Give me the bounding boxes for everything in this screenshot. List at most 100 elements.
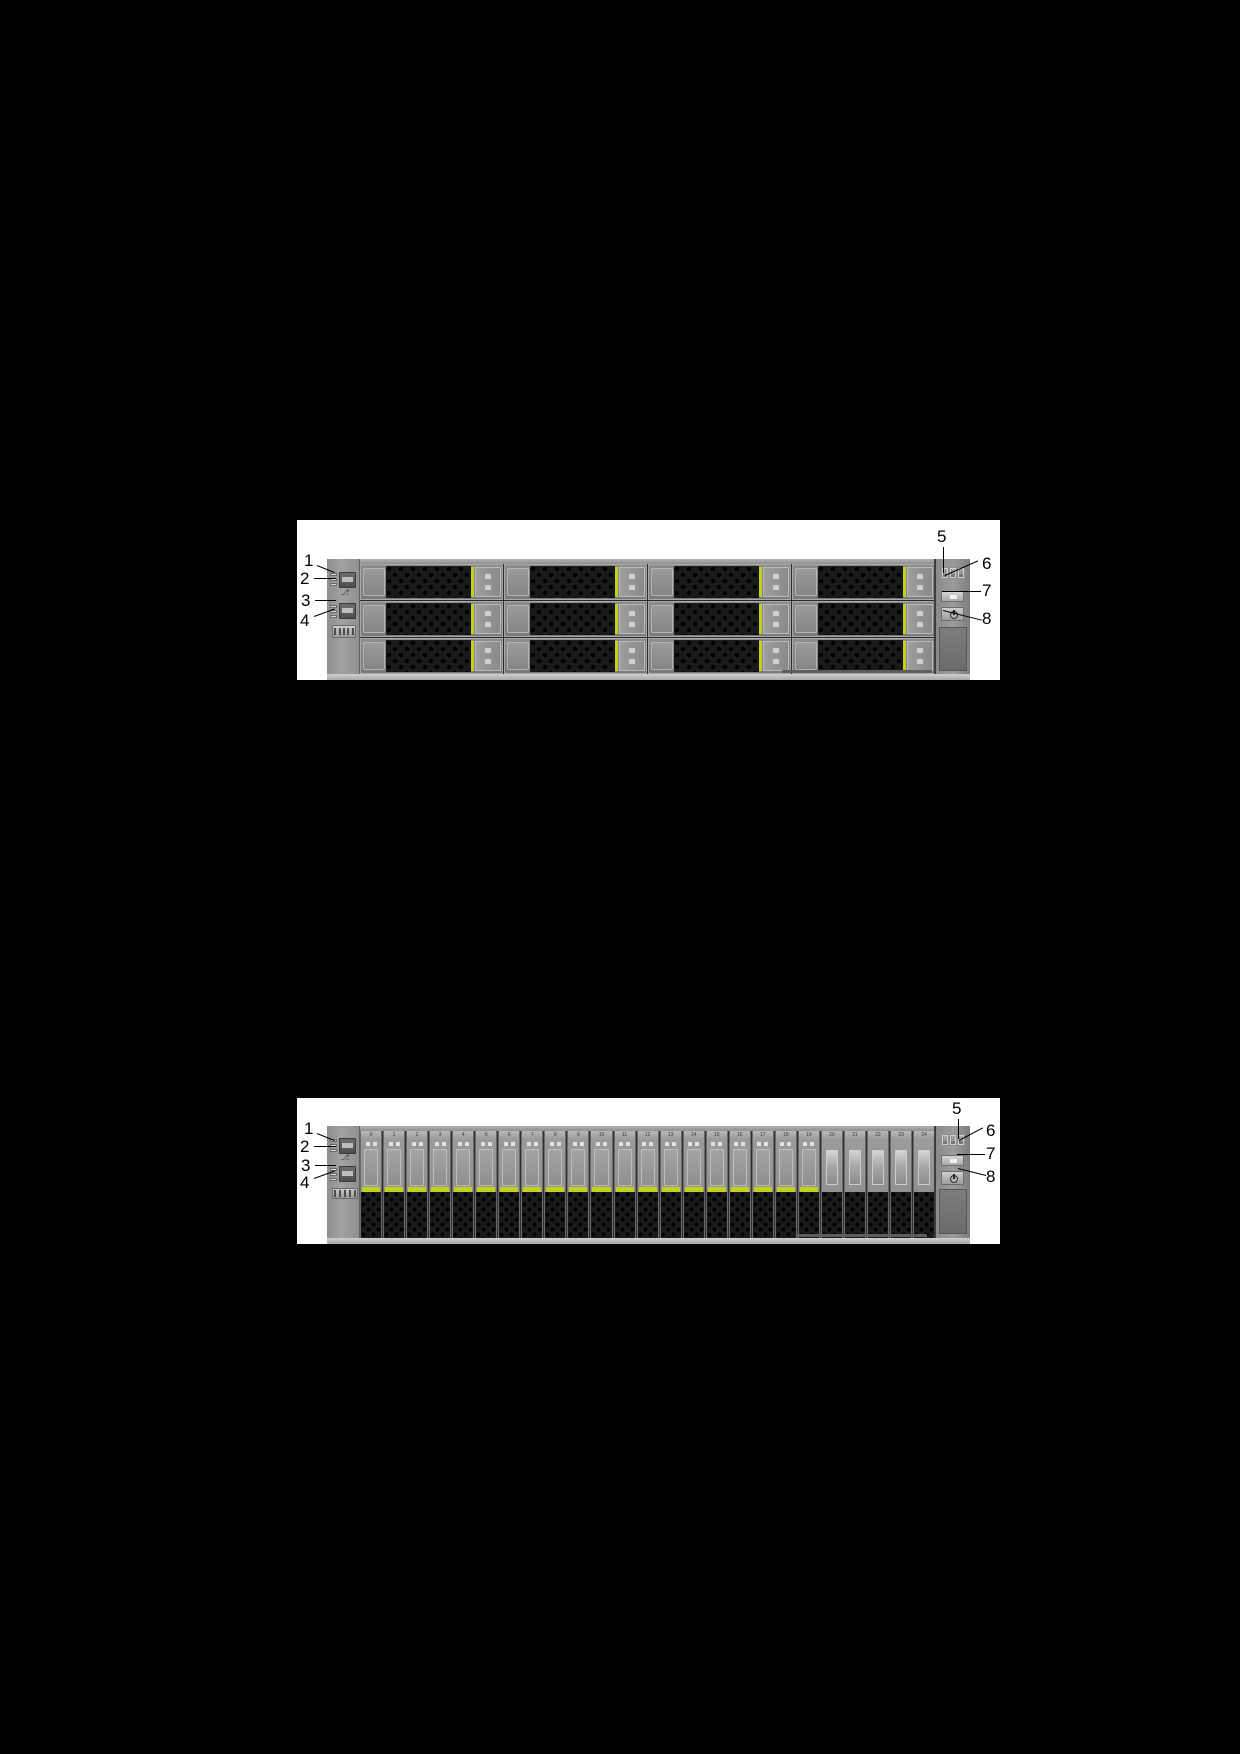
- drive-latch[interactable]: [619, 641, 645, 671]
- drive-bay[interactable]: 0: [360, 1131, 383, 1238]
- drive-bay[interactable]: [360, 638, 503, 674]
- drive-bay[interactable]: 23: [890, 1131, 913, 1238]
- drive-bay[interactable]: 18: [774, 1131, 797, 1238]
- drive-handle[interactable]: [507, 642, 529, 670]
- drive-latch[interactable]: [619, 604, 645, 634]
- drive-handle[interactable]: [895, 1150, 908, 1185]
- drive-handle[interactable]: [651, 642, 673, 670]
- drive-handle[interactable]: [502, 1149, 517, 1186]
- drive-bay[interactable]: 3: [429, 1131, 452, 1238]
- drive-bay[interactable]: [504, 601, 647, 637]
- drive-bay[interactable]: 13: [659, 1131, 682, 1238]
- drive-handle[interactable]: [548, 1149, 563, 1186]
- drive-bay[interactable]: 14: [682, 1131, 705, 1238]
- drive-latch[interactable]: [475, 567, 501, 597]
- drive-bay[interactable]: 24: [913, 1131, 936, 1238]
- drive-bay[interactable]: 2: [406, 1131, 429, 1238]
- drive-handle[interactable]: [410, 1149, 425, 1186]
- drive-bay[interactable]: 7: [521, 1131, 544, 1238]
- drive-handle[interactable]: [918, 1150, 931, 1185]
- drive-latch[interactable]: [907, 641, 933, 671]
- drive-handle[interactable]: [651, 605, 673, 633]
- drive-handle[interactable]: [795, 568, 817, 596]
- drive-handle[interactable]: [363, 568, 385, 596]
- drive-bay[interactable]: 15: [705, 1131, 728, 1238]
- drive-handle[interactable]: [848, 1150, 862, 1185]
- drive-latch[interactable]: [907, 567, 933, 597]
- drive-bay[interactable]: [360, 564, 503, 600]
- drive-bay[interactable]: 10: [590, 1131, 613, 1238]
- drive-handle[interactable]: [825, 1150, 838, 1185]
- drive-handle[interactable]: [872, 1150, 885, 1185]
- drive-latch[interactable]: [619, 567, 645, 597]
- left-control-panel-figure1[interactable]: ⎇: [327, 559, 360, 680]
- drive-handle[interactable]: [594, 1149, 609, 1186]
- drive-handle[interactable]: [732, 1149, 747, 1186]
- usb-port-lower[interactable]: [339, 603, 356, 619]
- drive-latch[interactable]: [763, 567, 789, 597]
- drive-bay[interactable]: 21: [843, 1131, 867, 1238]
- usb-port-upper[interactable]: [339, 1138, 356, 1154]
- drive-bay[interactable]: [648, 601, 791, 637]
- right-indicator-panel-figure1[interactable]: 8 8 8: [934, 559, 970, 680]
- uid-button[interactable]: [941, 591, 964, 602]
- drive-bay[interactable]: 17: [751, 1131, 774, 1238]
- drive-handle[interactable]: [571, 1149, 586, 1186]
- vga-connector-block[interactable]: [332, 1188, 358, 1199]
- drive-led: [533, 1141, 538, 1146]
- drive-handle[interactable]: [479, 1149, 494, 1186]
- drive-handle[interactable]: [525, 1149, 540, 1186]
- drive-bay[interactable]: [792, 601, 935, 637]
- drive-bay[interactable]: [792, 638, 935, 674]
- drive-latch[interactable]: [763, 641, 789, 671]
- drive-handle[interactable]: [363, 605, 385, 633]
- drive-bay[interactable]: 20: [820, 1131, 843, 1238]
- drive-bay[interactable]: 9: [567, 1131, 590, 1238]
- drive-bay[interactable]: 22: [867, 1131, 890, 1238]
- vga-connector-block[interactable]: [332, 625, 356, 638]
- drive-bay[interactable]: [504, 638, 647, 674]
- drive-handle[interactable]: [387, 1149, 402, 1186]
- drive-bay[interactable]: 12: [636, 1131, 659, 1238]
- drive-latch[interactable]: [475, 641, 501, 671]
- right-indicator-panel-figure2[interactable]: 8 8 8: [934, 1126, 970, 1244]
- left-control-panel-figure2[interactable]: ⎇: [327, 1126, 360, 1244]
- drive-bay[interactable]: 19: [797, 1131, 820, 1238]
- drive-handle[interactable]: [456, 1149, 471, 1186]
- drive-bay[interactable]: [504, 564, 647, 600]
- drive-bay[interactable]: [648, 638, 791, 674]
- drive-handle[interactable]: [795, 642, 817, 670]
- drive-handle[interactable]: [795, 605, 817, 633]
- drive-bay[interactable]: [648, 564, 791, 600]
- drive-handle[interactable]: [801, 1149, 816, 1186]
- drive-latch[interactable]: [475, 604, 501, 634]
- drive-bay[interactable]: 11: [613, 1131, 636, 1238]
- drive-handle[interactable]: [709, 1149, 724, 1186]
- drive-latch[interactable]: [907, 604, 933, 634]
- usb-port-lower[interactable]: [339, 1166, 356, 1182]
- drive-handle[interactable]: [640, 1149, 655, 1186]
- power-button[interactable]: [941, 1171, 964, 1185]
- usb-port-upper[interactable]: [339, 572, 356, 588]
- drive-handle[interactable]: [617, 1149, 632, 1186]
- drive-handle[interactable]: [651, 568, 673, 596]
- drive-handle[interactable]: [755, 1149, 770, 1186]
- drive-handle[interactable]: [663, 1149, 678, 1186]
- drive-handle[interactable]: [507, 568, 529, 596]
- drive-handle[interactable]: [507, 605, 529, 633]
- drive-handle[interactable]: [364, 1149, 379, 1186]
- drive-bay[interactable]: [360, 601, 503, 637]
- drive-handle[interactable]: [433, 1149, 448, 1186]
- drive-bay[interactable]: [792, 564, 935, 600]
- drive-handle[interactable]: [778, 1149, 793, 1186]
- drive-bay[interactable]: 1: [383, 1131, 406, 1238]
- drive-bay[interactable]: 6: [498, 1131, 521, 1238]
- drive-bay[interactable]: 4: [452, 1131, 475, 1238]
- drive-bay[interactable]: 16: [728, 1131, 751, 1238]
- drive-handle[interactable]: [363, 642, 385, 670]
- drive-latch[interactable]: [763, 604, 789, 634]
- uid-button[interactable]: [941, 1155, 964, 1166]
- drive-handle[interactable]: [686, 1149, 701, 1186]
- drive-bay[interactable]: 8: [544, 1131, 567, 1238]
- drive-bay[interactable]: 5: [475, 1131, 498, 1238]
